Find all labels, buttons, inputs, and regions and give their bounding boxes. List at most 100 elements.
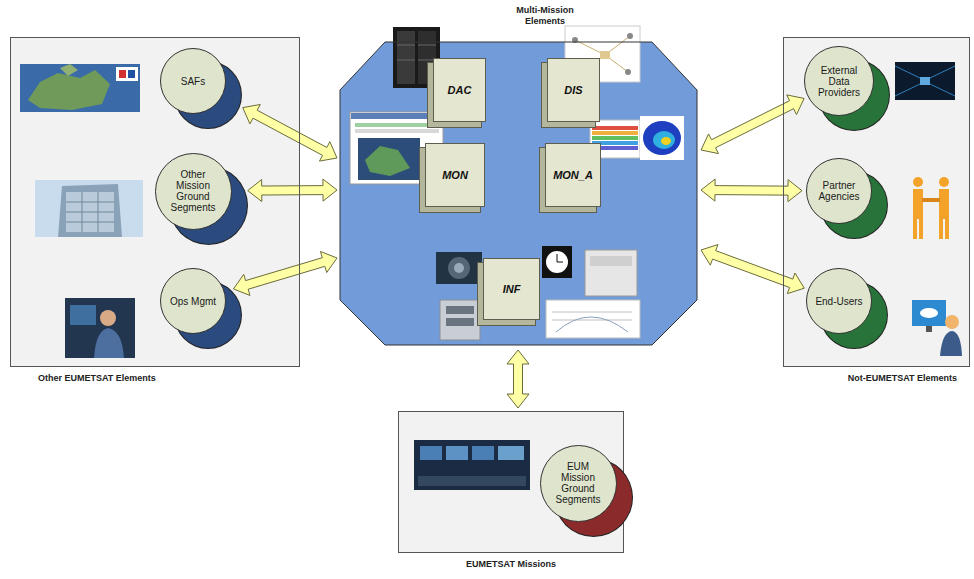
- double-arrow: [701, 95, 804, 154]
- box-label: INF: [503, 283, 521, 295]
- server-corridor-picture: [930, 66, 955, 78]
- panel-fill: [783, 37, 970, 367]
- element-group-panel: External Data ProvidersPartner AgenciesE…: [783, 37, 970, 367]
- operator-picture: [65, 298, 135, 358]
- handshake-picture: [913, 219, 917, 239]
- computer-user-picture: [912, 300, 946, 326]
- panel-fill: [10, 37, 300, 367]
- panel-heading: Not-EUMETSAT Elements: [784, 373, 969, 384]
- computer-user-picture: [940, 331, 962, 356]
- operator-picture: [70, 305, 96, 325]
- infrastructure-pictures: [590, 256, 632, 266]
- infrastructure-pictures: [448, 257, 470, 279]
- control-room-picture: [498, 446, 524, 460]
- infrastructure-pictures: [454, 263, 464, 273]
- server-corridor-picture: [895, 66, 920, 78]
- circle-label: Partner Agencies: [813, 180, 865, 202]
- europe-map-picture: [20, 64, 140, 112]
- building-picture: [35, 180, 143, 237]
- element-box: DIS: [547, 58, 600, 122]
- double-arrow: [248, 179, 337, 201]
- control-room-picture: [414, 440, 530, 490]
- monitoring-screenshot: [358, 138, 420, 180]
- europe-map-picture: [128, 70, 135, 78]
- control-room-picture: [446, 446, 468, 460]
- network-picture: [600, 51, 610, 59]
- element-circle: Other Mission Ground Segments: [155, 153, 232, 230]
- box-label: MON: [442, 169, 468, 181]
- circle-label: EUM Mission Ground Segments: [552, 461, 604, 505]
- building-picture: [66, 192, 114, 232]
- monitoring-screenshot: [355, 129, 439, 133]
- infrastructure-pictures: [436, 252, 482, 284]
- handshake-picture: [945, 219, 949, 239]
- box-label: MON_A: [553, 169, 593, 181]
- element-group-panel: EUM Mission Ground SegmentsEUMETSAT Miss…: [398, 411, 624, 553]
- handshake-picture: [913, 177, 923, 187]
- server-rack-picture: [397, 31, 415, 84]
- circle-label: Ops Mgmt: [170, 296, 216, 307]
- double-arrow: [701, 179, 802, 202]
- control-room-picture: [472, 446, 494, 460]
- control-room-picture: [418, 476, 526, 486]
- analysis-chart-picture: [640, 116, 684, 160]
- element-box: MON: [425, 143, 485, 207]
- infrastructure-pictures: [446, 318, 474, 326]
- double-arrow: [233, 251, 337, 295]
- handshake-picture: [913, 189, 923, 219]
- operator-picture: [65, 298, 135, 358]
- double-arrow: [701, 245, 804, 294]
- double-arrow: [507, 350, 529, 408]
- double-arrow: [243, 104, 337, 161]
- europe-map-picture: [20, 64, 140, 112]
- computer-user-picture: [920, 308, 938, 318]
- group-heading: Multi-Mission Elements: [500, 5, 590, 27]
- building-picture: [35, 180, 143, 237]
- circle-label: End-Users: [815, 296, 862, 307]
- infrastructure-pictures: [546, 251, 568, 273]
- building-picture: [66, 202, 114, 203]
- building-picture: [58, 184, 122, 237]
- infrastructure-pictures: [557, 262, 563, 263]
- building-picture: [66, 222, 114, 223]
- europe-map-picture: [116, 67, 138, 81]
- server-rack-picture: [397, 45, 415, 46]
- element-circle: Partner Agencies: [806, 158, 872, 224]
- infrastructure-pictures: [552, 312, 632, 313]
- circle-label: External Data Providers: [813, 65, 865, 98]
- box-label: DIS: [564, 84, 582, 96]
- element-circle: EUM Mission Ground Segments: [540, 445, 617, 522]
- handshake-picture: [939, 219, 943, 239]
- handshake-picture: [939, 177, 949, 187]
- octagon-outline: [340, 5, 698, 347]
- computer-user-picture: [945, 315, 959, 329]
- infrastructure-pictures: [585, 250, 637, 296]
- analysis-chart-picture: [592, 126, 638, 130]
- element-circle: SAFs: [160, 48, 226, 114]
- infrastructure-pictures: [552, 320, 632, 321]
- panel-fill: [10, 37, 970, 553]
- monitoring-screenshot: [365, 146, 410, 176]
- network-picture: [625, 69, 631, 75]
- control-room-picture: [414, 440, 530, 490]
- infrastructure-pictures: [436, 246, 640, 340]
- analysis-chart-picture: [590, 116, 684, 160]
- infrastructure-pictures: [440, 300, 480, 340]
- element-circle: End-Users: [806, 268, 872, 334]
- computer-user-picture: [926, 326, 932, 332]
- server-corridor-picture: [895, 84, 920, 96]
- europe-map-picture: [28, 70, 110, 110]
- server-rack-picture: [397, 60, 415, 61]
- circle-label: SAFs: [181, 76, 205, 87]
- monitoring-screenshot: [355, 123, 439, 127]
- europe-map-picture: [119, 70, 126, 78]
- box-label: DAC: [448, 84, 472, 96]
- building-picture: [66, 212, 114, 213]
- analysis-chart-picture: [592, 131, 638, 135]
- network-picture: [627, 33, 633, 39]
- element-circle: Ops Mgmt: [160, 268, 226, 334]
- element-circle: External Data Providers: [804, 46, 874, 116]
- operator-picture: [100, 310, 116, 326]
